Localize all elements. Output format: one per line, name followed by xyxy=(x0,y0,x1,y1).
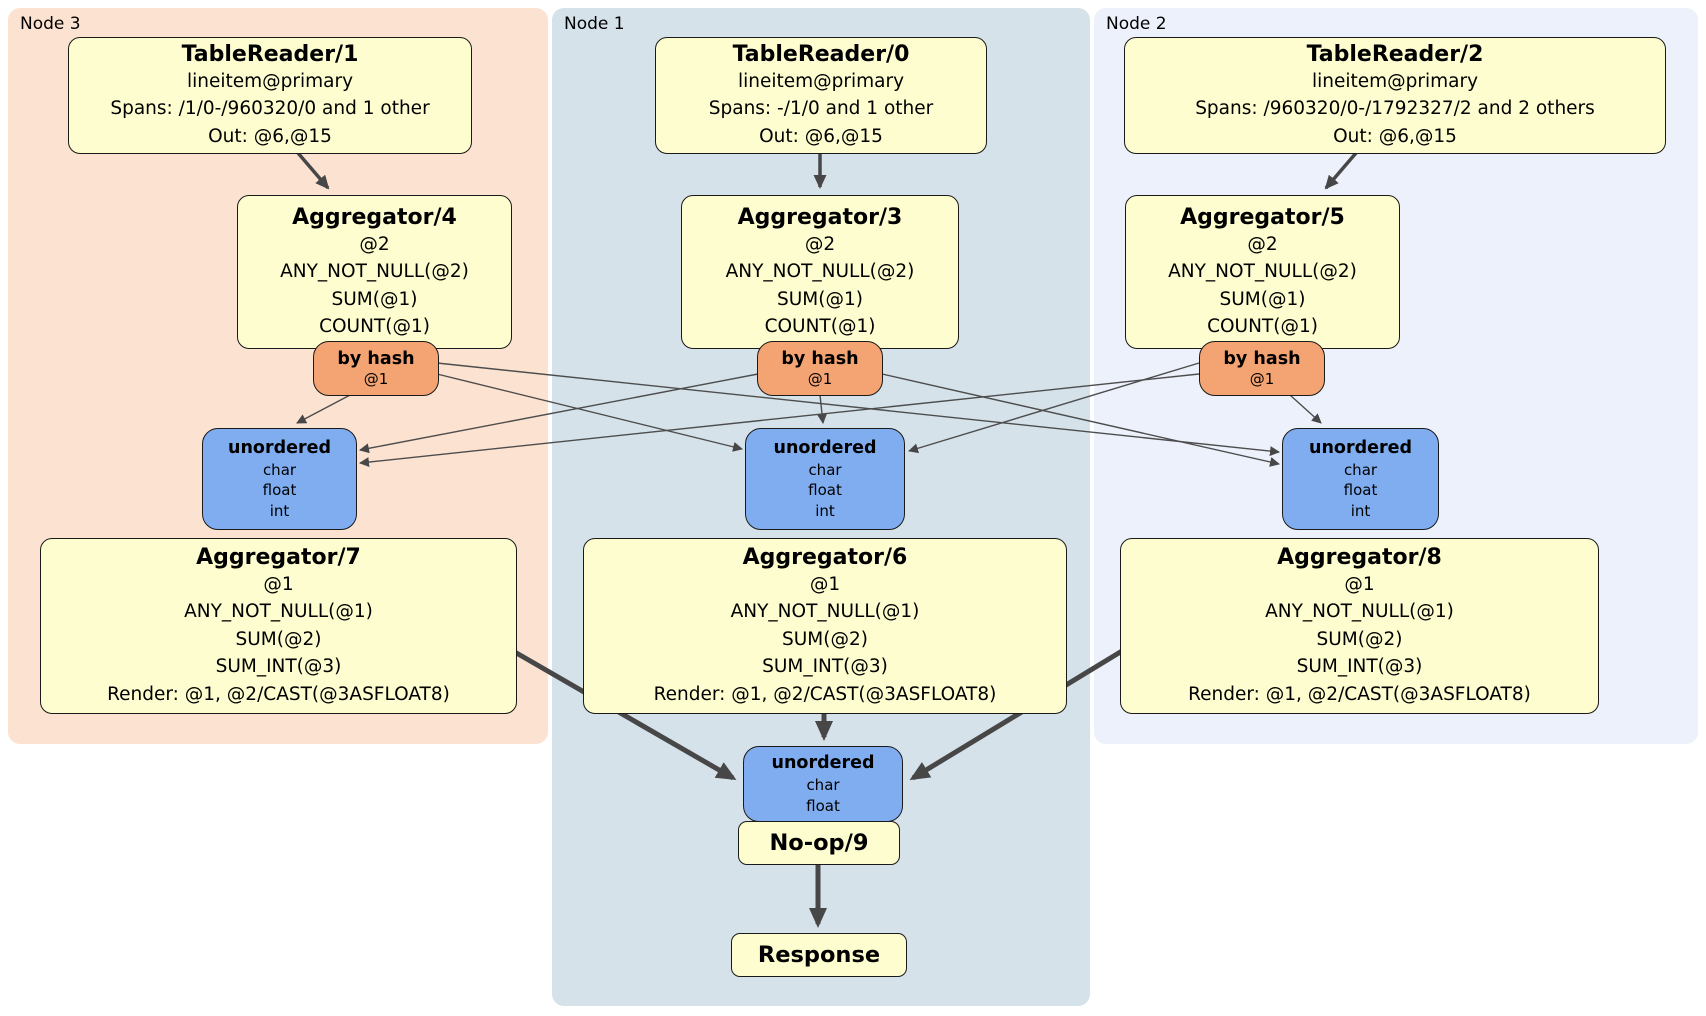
processor-line: lineitem@primary xyxy=(737,70,905,92)
noop-box: No-op/9 xyxy=(738,821,900,865)
processor-line: SUM(@2) xyxy=(235,628,322,650)
processor-title: No-op/9 xyxy=(769,830,869,856)
processor-line: SUM_INT(@3) xyxy=(1296,656,1423,678)
processor-line: Render: @1, @2/CAST(@3ASFLOAT8) xyxy=(653,683,997,705)
processor-line: SUM(@2) xyxy=(782,628,868,650)
sync-line: float xyxy=(808,481,842,500)
processor-line: @1 xyxy=(263,573,294,595)
processor-line: SUM_INT(@3) xyxy=(762,656,888,678)
processor-title: TableReader/2 xyxy=(1306,41,1484,67)
processor-line: Out: @6,@15 xyxy=(1333,125,1457,147)
processor-line: Out: @6,@15 xyxy=(208,125,332,147)
aggregator-4-box: Aggregator/4 @2 ANY_NOT_NULL(@2) SUM(@1)… xyxy=(237,195,512,349)
processor-line: ANY_NOT_NULL(@2) xyxy=(725,261,915,282)
by-hash-router-node3: by hash @1 xyxy=(313,341,439,396)
aggregator-6-box: Aggregator/6 @1 ANY_NOT_NULL(@1) SUM(@2)… xyxy=(583,538,1067,714)
unordered-sync-node3: unordered char float int xyxy=(202,428,357,530)
processor-line: Spans: /1/0-/960320/0 and 1 other xyxy=(110,98,430,120)
sync-title: unordered xyxy=(1309,437,1412,458)
node-2-label: Node 2 xyxy=(1106,14,1167,34)
router-title: by hash xyxy=(337,349,415,369)
processor-line: SUM(@1) xyxy=(1219,288,1306,310)
unordered-sync-node2: unordered char float int xyxy=(1282,428,1439,530)
response-box: Response xyxy=(731,933,907,977)
sync-line: float xyxy=(806,796,840,815)
aggregator-7-box: Aggregator/7 @1 ANY_NOT_NULL(@1) SUM(@2)… xyxy=(40,538,517,714)
sync-line: char xyxy=(262,460,297,479)
sync-line: char xyxy=(808,460,842,479)
processor-line: COUNT(@1) xyxy=(764,316,876,337)
hash-mesh-edges xyxy=(296,362,1322,468)
reader-to-aggregator-arrows xyxy=(296,151,1358,190)
processor-title: TableReader/0 xyxy=(732,41,910,67)
processor-line: ANY_NOT_NULL(@1) xyxy=(730,601,920,623)
tablereader-2-box: TableReader/2 lineitem@primary Spans: /9… xyxy=(1124,37,1666,154)
processor-line: @2 xyxy=(804,233,836,255)
processor-line: ANY_NOT_NULL(@2) xyxy=(1168,261,1357,282)
sync-line: int xyxy=(269,501,290,520)
processor-title: Aggregator/4 xyxy=(292,204,457,230)
by-hash-router-node1: by hash @1 xyxy=(757,341,883,396)
sync-title: unordered xyxy=(228,437,331,458)
tablereader-0-box: TableReader/0 lineitem@primary Spans: -/… xyxy=(655,37,987,154)
processor-line: Render: @1, @2/CAST(@3ASFLOAT8) xyxy=(107,683,450,705)
processor-line: SUM(@1) xyxy=(777,288,863,310)
processor-line: ANY_NOT_NULL(@1) xyxy=(1265,601,1454,623)
sync-line: float xyxy=(1343,481,1378,500)
processor-line: lineitem@primary xyxy=(1311,70,1479,92)
processor-title: TableReader/1 xyxy=(181,41,359,67)
sync-line: int xyxy=(1350,501,1371,520)
by-hash-router-node2: by hash @1 xyxy=(1199,341,1325,396)
processor-line: COUNT(@1) xyxy=(1207,316,1318,337)
processor-title: Aggregator/3 xyxy=(737,204,903,230)
processor-line: Spans: -/1/0 and 1 other xyxy=(708,98,934,120)
aggregator-3-box: Aggregator/3 @2 ANY_NOT_NULL(@2) SUM(@1)… xyxy=(681,195,959,349)
processor-line: ANY_NOT_NULL(@2) xyxy=(280,261,469,282)
node-3-label: Node 3 xyxy=(20,14,81,34)
router-detail: @1 xyxy=(363,370,389,388)
processor-line: @1 xyxy=(1344,573,1375,595)
sync-line: char xyxy=(806,776,840,794)
sync-line: float xyxy=(262,481,297,500)
sync-title: unordered xyxy=(771,753,875,773)
processor-title: Aggregator/6 xyxy=(742,544,908,570)
router-title: by hash xyxy=(1223,349,1301,369)
router-title: by hash xyxy=(781,349,859,369)
processor-title: Response xyxy=(757,942,881,968)
unordered-sync-node1: unordered char float int xyxy=(745,428,905,530)
processor-title: Aggregator/5 xyxy=(1180,204,1345,230)
processor-line: Spans: /960320/0-/1792327/2 and 2 others xyxy=(1195,98,1595,120)
sync-line: int xyxy=(815,501,835,520)
processor-title: Aggregator/8 xyxy=(1277,544,1442,570)
processor-line: Out: @6,@15 xyxy=(759,125,883,147)
processor-line: @2 xyxy=(359,233,390,255)
processor-line: @2 xyxy=(1247,233,1278,255)
processor-line: SUM(@1) xyxy=(331,288,418,310)
processor-line: SUM(@2) xyxy=(1316,628,1403,650)
tablereader-1-box: TableReader/1 lineitem@primary Spans: /1… xyxy=(68,37,472,154)
processor-line: Render: @1, @2/CAST(@3ASFLOAT8) xyxy=(1188,683,1531,705)
router-detail: @1 xyxy=(807,370,833,388)
processor-line: SUM_INT(@3) xyxy=(215,656,342,678)
processor-line: ANY_NOT_NULL(@1) xyxy=(184,601,373,623)
router-detail: @1 xyxy=(1249,370,1275,388)
processor-line: lineitem@primary xyxy=(186,70,354,92)
sync-line: char xyxy=(1343,460,1378,479)
final-merge-arrows xyxy=(511,648,1124,928)
processor-line: COUNT(@1) xyxy=(319,316,430,337)
node-1-label: Node 1 xyxy=(564,14,625,34)
processor-line: @1 xyxy=(809,573,841,595)
final-unordered-sync: unordered char float xyxy=(743,746,903,822)
sync-title: unordered xyxy=(773,437,877,458)
aggregator-5-box: Aggregator/5 @2 ANY_NOT_NULL(@2) SUM(@1)… xyxy=(1125,195,1400,349)
aggregator-8-box: Aggregator/8 @1 ANY_NOT_NULL(@1) SUM(@2)… xyxy=(1120,538,1599,714)
processor-title: Aggregator/7 xyxy=(196,544,361,570)
